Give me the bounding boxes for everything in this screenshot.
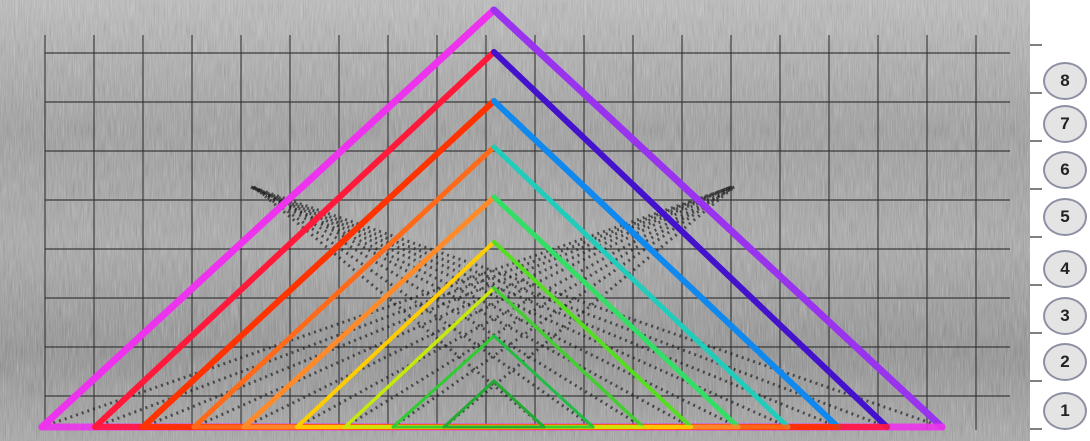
triangle-right-edge [490, 6, 946, 431]
triangle-right-edge [491, 194, 741, 430]
dotted-guide-line [193, 185, 732, 429]
triangle-left-edge [391, 334, 496, 429]
dotted-guide-line [344, 185, 735, 429]
dotted-guide-line [250, 185, 739, 429]
dotted-guide-lines [41, 185, 943, 429]
triangle-right-edge [492, 286, 645, 429]
dotted-guide-line [253, 185, 692, 429]
triangle-left-edge [140, 98, 497, 430]
dotted-guide-line [253, 185, 545, 429]
triangle-left-edge [241, 194, 497, 430]
level-badge-5: 5 [1043, 198, 1087, 236]
dotted-guide-line [251, 185, 943, 429]
dotted-guide-line [296, 185, 735, 429]
dotted-guide-line [443, 185, 735, 429]
dotted-guide-line [41, 185, 733, 429]
triangle-right-edge [492, 334, 595, 429]
dotted-guide-line [142, 185, 732, 429]
triangle-right-edge [491, 144, 791, 430]
scale-ticks [1030, 44, 1042, 430]
dotted-guide-line [250, 185, 789, 429]
level-badge-3: 3 [1043, 297, 1087, 335]
level-badge-6: 6 [1043, 151, 1087, 189]
dotted-guide-line [249, 185, 839, 429]
level-badge-4: 4 [1043, 250, 1087, 288]
level-badge-2: 2 [1043, 343, 1087, 381]
triangle-left-edge [92, 49, 497, 430]
level-badge-7: 7 [1043, 105, 1087, 143]
dotted-guide-line [243, 185, 732, 429]
triangle-left-edge [191, 144, 497, 430]
triangle-left-edge [343, 286, 496, 429]
dotted-guide-line [253, 185, 644, 429]
level-badge-1: 1 [1043, 392, 1087, 430]
triangle-right-edge [492, 379, 546, 429]
level-badge-8: 8 [1043, 62, 1087, 100]
nested-triangles [38, 6, 946, 431]
triangle-left-edge [442, 379, 496, 429]
triangle-right-edge [492, 240, 693, 429]
triangle-left-edge [38, 6, 498, 431]
triangle-right-edge [491, 49, 890, 430]
triangle-left-edge [295, 240, 496, 429]
triangle-right-edge [491, 98, 841, 430]
